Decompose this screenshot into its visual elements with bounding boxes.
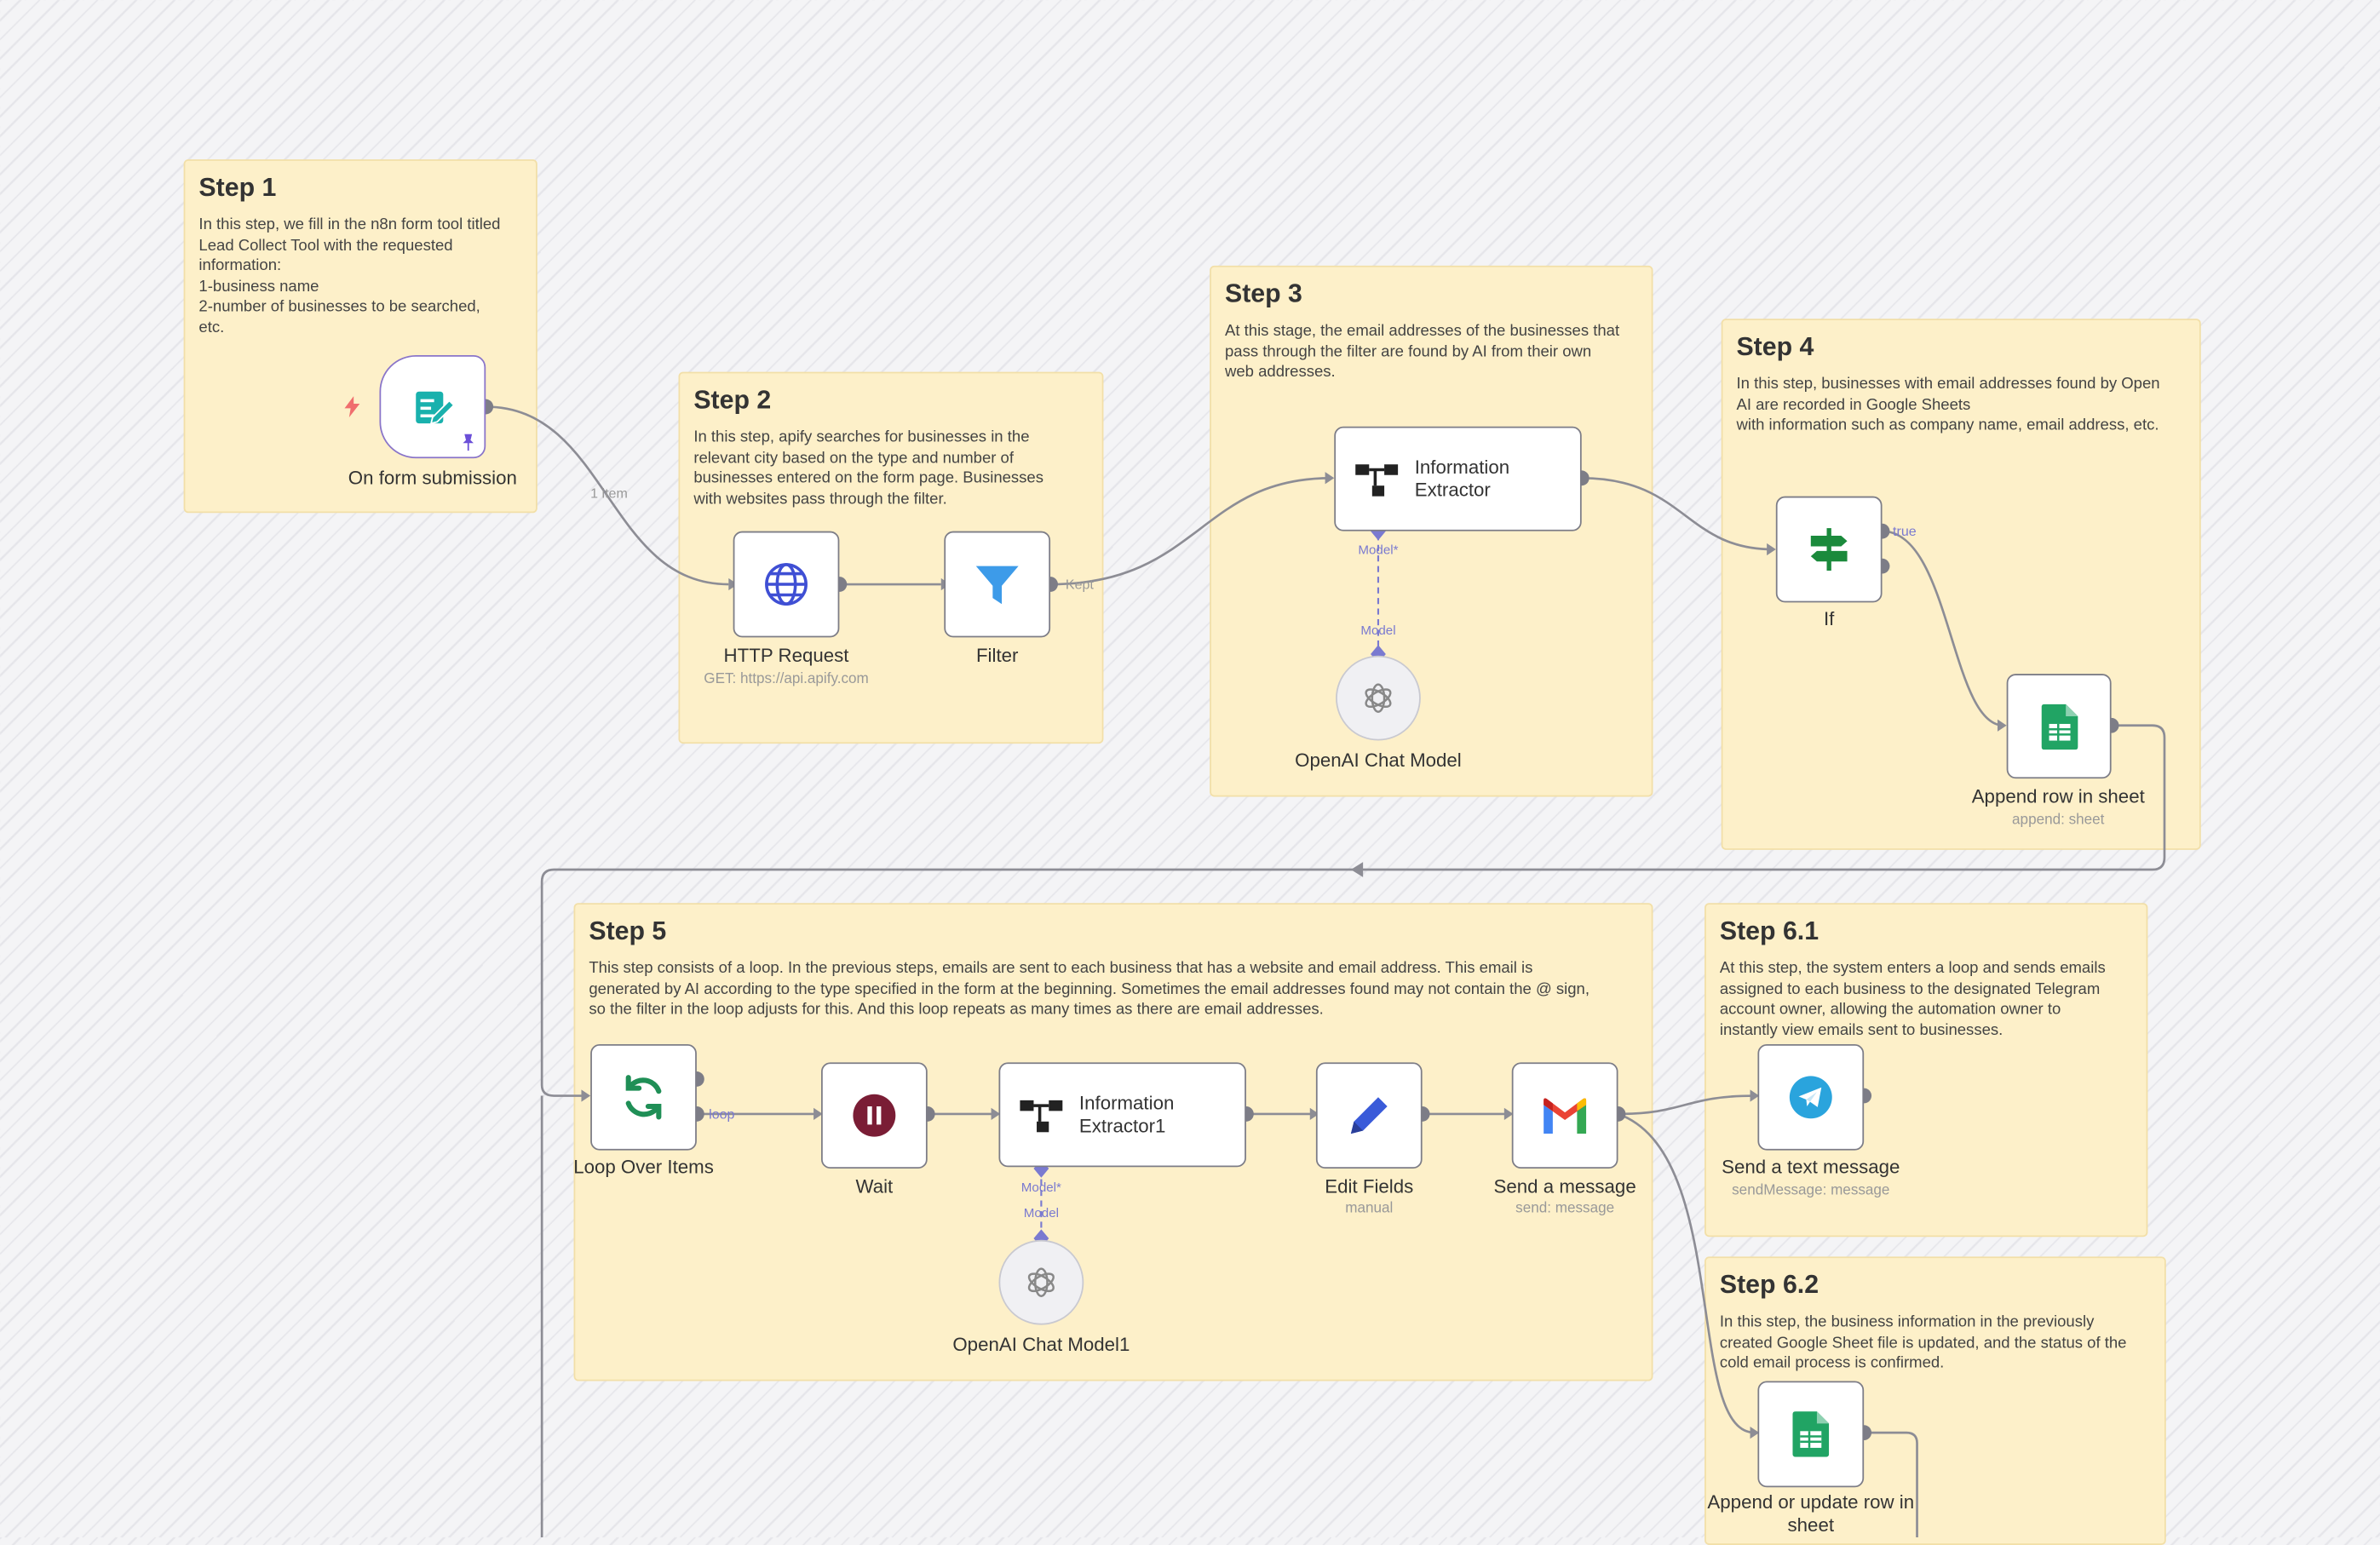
gmail-icon [1541, 1097, 1590, 1134]
sticky-body: In this step, we fill in the n8n form to… [198, 216, 501, 337]
node-label: Loop Over Items [573, 1156, 714, 1178]
sticky-body: In this step, apify searches for busines… [693, 429, 1043, 508]
port-label-model: Model [1360, 622, 1396, 638]
node-label: OpenAI Chat Model1 [952, 1334, 1130, 1356]
filter-node[interactable] [944, 531, 1051, 638]
edge-label-loop: loop [709, 1106, 735, 1122]
form-trigger-node[interactable] [379, 354, 486, 459]
edge-label-items: 1 item [590, 485, 628, 502]
connection-gmail-update [1618, 1112, 1755, 1434]
node-label: If [1823, 608, 1835, 630]
sticky-title: Step 1 [198, 173, 277, 202]
node-label: Append or update row in sheet [1707, 1491, 1915, 1536]
sticky-body: At this stage, the email addresses of th… [1224, 323, 1620, 382]
node-label: Filter [975, 645, 1019, 667]
sticky-body: At this step, the system enters a loop a… [1719, 960, 2106, 1040]
node-subtitle: GET: https://api.apify.com [704, 670, 869, 688]
information-extractor1-node[interactable]: Information Extractor1 [998, 1062, 1246, 1168]
connection-form-http [486, 405, 729, 586]
connection-gmail-telegram [1618, 1094, 1755, 1116]
node-label: OpenAI Chat Model [1295, 750, 1462, 772]
port-label-model: Model [1023, 1204, 1060, 1220]
node-label: Send a text message [1722, 1156, 1900, 1178]
openai-chat-model1-node[interactable] [998, 1239, 1084, 1325]
pin-icon [462, 434, 475, 451]
port-label-model-required: Model* [1020, 1179, 1061, 1195]
loop-over-items-node[interactable] [590, 1043, 697, 1151]
node-label: Send a message [1493, 1175, 1636, 1198]
pencil-icon [1345, 1091, 1394, 1140]
sticky-note-step3[interactable]: Step 3 At this stage, the email addresse… [1210, 265, 1653, 797]
http-request-node[interactable] [733, 531, 840, 638]
openai-icon [1360, 680, 1397, 716]
openai-icon [1023, 1264, 1060, 1301]
node-subtitle: send: message [1515, 1200, 1615, 1218]
edge-label-true: true [1893, 523, 1917, 539]
node-label: HTTP Request [723, 645, 849, 667]
sticky-title: Step 3 [1224, 279, 1302, 308]
sticky-title: Step 4 [1736, 332, 1814, 362]
tree-icon [1019, 1095, 1064, 1134]
sheets-icon [2040, 703, 2078, 750]
sticky-title: Step 2 [693, 385, 772, 415]
openai-chat-model-node[interactable] [1336, 655, 1421, 741]
connection-filter-extractor [1050, 476, 1331, 586]
refresh-icon [619, 1073, 668, 1122]
signpost-icon [1805, 526, 1854, 574]
pause-icon [852, 1093, 897, 1138]
telegram-icon [1788, 1075, 1833, 1120]
information-extractor-node[interactable]: Information Extractor [1334, 426, 1582, 531]
globe-icon [762, 560, 811, 609]
port-label-model-required: Model* [1358, 542, 1399, 557]
connection-update-out [1864, 1431, 1918, 1538]
sticky-title: Step 5 [589, 916, 667, 946]
node-label: Information Extractor [1414, 456, 1510, 501]
connection-extractor-if [1581, 476, 1774, 551]
sticky-title: Step 6.2 [1719, 1270, 1819, 1300]
sheets-icon [1792, 1411, 1830, 1457]
sticky-body: This step consists of a loop. In the pre… [589, 960, 1590, 1019]
connection-append-loop [540, 724, 2166, 1097]
wait-node[interactable] [821, 1062, 928, 1169]
sticky-title: Step 6.1 [1719, 916, 1819, 946]
node-subtitle: manual [1345, 1200, 1394, 1218]
node-subtitle: append: sheet [2012, 812, 2105, 829]
append-or-update-row-node[interactable] [1757, 1381, 1865, 1488]
connection-if-append [1882, 530, 2004, 727]
edge-label-kept: Kept [1065, 577, 1094, 592]
node-label: Edit Fields [1325, 1175, 1414, 1198]
sticky-body: In this step, businesses with email addr… [1736, 376, 2160, 434]
node-subtitle: sendMessage: message [1732, 1182, 1890, 1199]
append-row-node[interactable] [2006, 674, 2112, 779]
tree-icon [1354, 459, 1399, 498]
sticky-note-step5[interactable]: Step 5 This step consists of a loop. In … [573, 903, 1653, 1381]
gmail-send-node[interactable] [1511, 1062, 1618, 1169]
sticky-note-step1[interactable]: Step 1 In this step, we fill in the n8n … [183, 159, 538, 514]
node-label: Information Extractor1 [1078, 1092, 1175, 1136]
node-label: On form submission [348, 467, 517, 489]
sticky-body: In this step, the business information i… [1719, 1314, 2127, 1373]
node-label: Append row in sheet [1971, 786, 2145, 807]
edit-fields-node[interactable] [1315, 1062, 1423, 1169]
form-edit-icon [410, 384, 456, 429]
node-label: Wait [855, 1175, 894, 1198]
telegram-send-node[interactable] [1757, 1043, 1865, 1151]
if-node[interactable] [1775, 496, 1883, 603]
funnel-icon [973, 560, 1021, 609]
trigger-bolt-icon [343, 396, 361, 418]
